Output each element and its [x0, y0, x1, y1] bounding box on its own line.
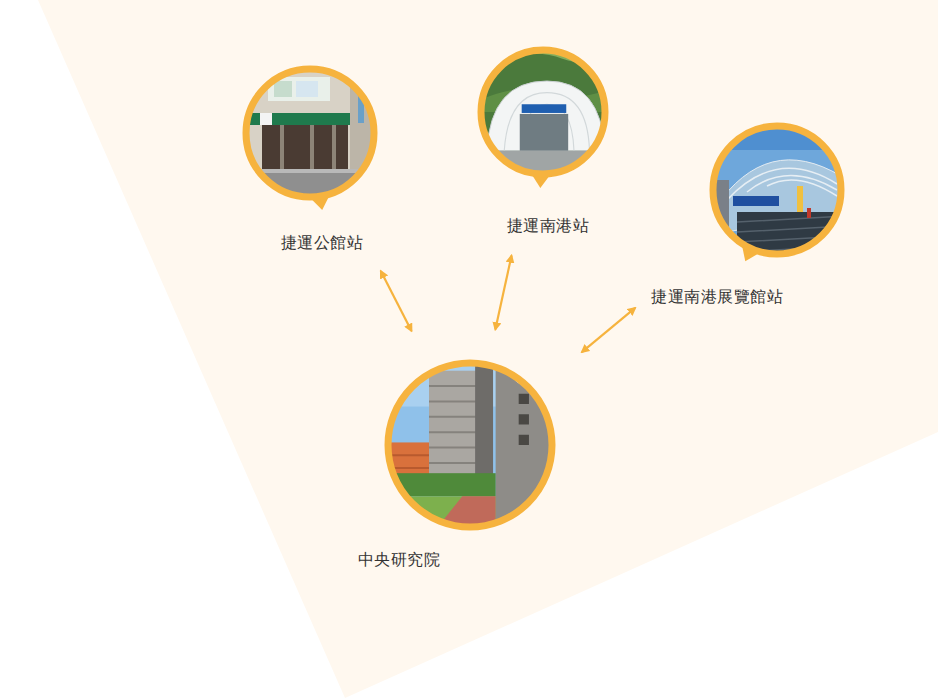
station-photo-bubble — [697, 110, 857, 270]
bubble-ring — [246, 69, 374, 197]
photo-shape — [310, 125, 314, 169]
photo-shape — [280, 125, 284, 169]
canopy-rib — [727, 168, 837, 200]
photo-shape — [380, 355, 559, 534]
bubble-ring — [388, 363, 552, 527]
photo-shape — [262, 125, 348, 169]
canopy — [487, 81, 605, 151]
figure — [807, 208, 811, 218]
photo-shape — [240, 63, 380, 203]
double-arrow — [495, 256, 511, 330]
photo-shape — [519, 394, 529, 404]
canopy-rib — [504, 93, 589, 151]
station-photo-bubble — [372, 347, 568, 543]
double-arrow — [582, 308, 635, 352]
photo-shape — [519, 414, 529, 424]
station-node: 中央研究院 — [356, 347, 568, 572]
sign-band — [240, 113, 352, 125]
photo-shape — [475, 360, 493, 486]
station-node: 捷運南港展覽館站 — [649, 110, 857, 309]
photo-shape — [707, 120, 847, 260]
canopy-rib — [747, 175, 837, 192]
station-photo-bubble — [465, 34, 621, 190]
station-photo-bubble — [230, 53, 390, 213]
bubble — [475, 44, 611, 188]
station-node: 捷運南港站 — [465, 34, 621, 238]
photo-shape — [274, 81, 292, 97]
station-label: 捷運南港展覽館站 — [651, 287, 783, 307]
photo-shape — [519, 435, 529, 445]
photo — [475, 44, 611, 180]
background-band — [38, 0, 938, 698]
bubble — [707, 120, 847, 261]
station-label: 捷運南港站 — [507, 216, 590, 236]
sign-band — [522, 104, 567, 113]
sign-mark — [260, 113, 272, 125]
double-arrow — [381, 271, 412, 331]
banner — [733, 196, 779, 206]
photo — [707, 120, 847, 260]
photo-shape — [296, 81, 318, 97]
photo-shape — [797, 186, 803, 212]
station-label: 中央研究院 — [358, 550, 441, 570]
photo-shape — [520, 114, 568, 151]
bubble — [240, 63, 380, 210]
bubble-ring — [481, 50, 605, 174]
station-label: 捷運公館站 — [281, 233, 364, 253]
station-node: 捷運公館站 — [230, 53, 390, 255]
photo — [240, 63, 380, 203]
bubble — [380, 355, 559, 534]
bubble-ring — [713, 126, 841, 254]
photo-shape — [332, 125, 336, 169]
photo — [380, 355, 559, 534]
photo-shape — [475, 44, 611, 180]
